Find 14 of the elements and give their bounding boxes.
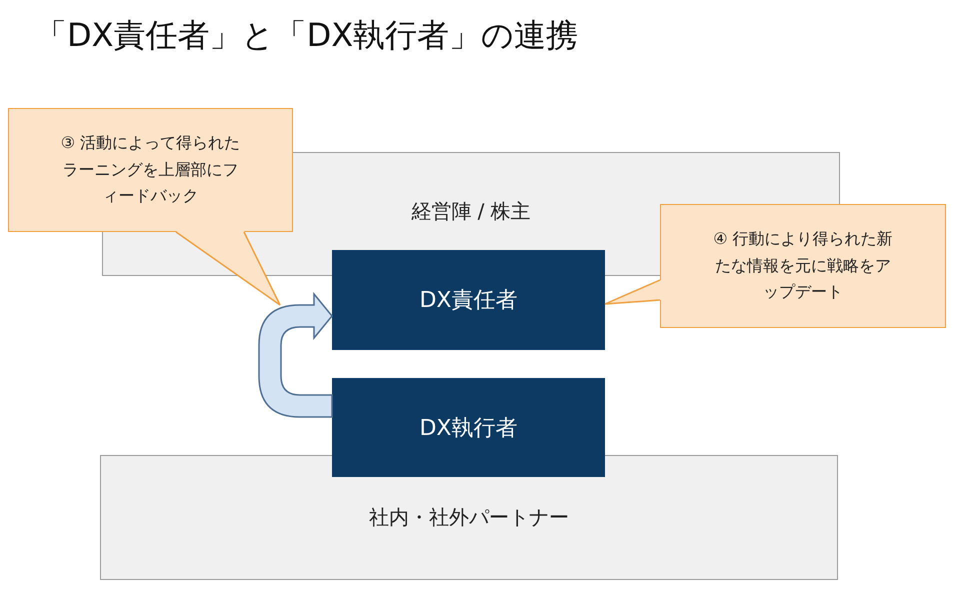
role-box <box>332 250 605 350</box>
callout-text: ④ 行動により得られた新たな情報を元に戦略をアップデート <box>712 228 894 304</box>
band-panel <box>100 455 838 580</box>
role-box <box>332 378 605 477</box>
callout-box <box>660 204 946 328</box>
label-text: 経営陣 / 株主 <box>411 198 531 225</box>
curved-arrow <box>258 293 333 418</box>
label-text: DX責任者 <box>419 287 518 315</box>
callout-pointer <box>604 279 661 305</box>
label-text: DX執行者 <box>419 414 518 442</box>
callout-text: ③ 活動によって得られたラーニングを上層部にフィードバック <box>60 132 242 208</box>
title: 「DX責任者」と「DX執行者」の連携 <box>35 15 578 56</box>
label-text: 社内・社外パートナー <box>369 504 569 531</box>
callout-pointer <box>176 231 281 306</box>
